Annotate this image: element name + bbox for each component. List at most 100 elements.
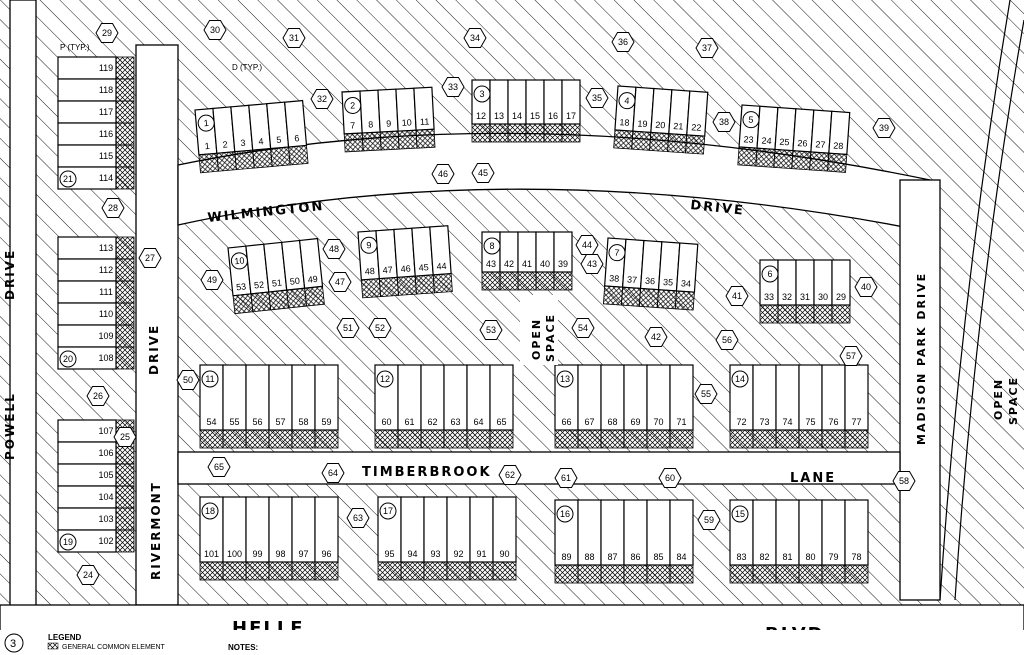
callout-label-62: 62 — [505, 470, 515, 480]
garage-17 — [561, 123, 581, 143]
unit-label-119: 119 — [99, 63, 113, 73]
unit-label-58: 58 — [298, 417, 308, 427]
open-space-right-line1: OPEN — [992, 378, 1005, 420]
callout-hex-50 — [176, 370, 200, 390]
garage-48 — [360, 278, 381, 299]
unit-label-95: 95 — [384, 549, 394, 559]
open-space-center-line1: OPEN — [530, 318, 543, 360]
garage-60 — [374, 429, 399, 449]
unit-label-12: 12 — [476, 111, 486, 121]
callout-label-29: 29 — [102, 28, 112, 38]
madison-park-drive-road — [899, 179, 941, 601]
unit-label-86: 86 — [630, 552, 640, 562]
unit-label-92: 92 — [453, 549, 463, 559]
callout-hex-60 — [658, 468, 682, 488]
garage-34 — [674, 290, 695, 311]
callout-label-24: 24 — [83, 570, 93, 580]
unit-label-18: 18 — [619, 117, 630, 128]
callout-label-25: 25 — [120, 432, 130, 442]
building-id-7: 7 — [614, 248, 620, 258]
street-label-timberbrook: TIMBERBROOK — [362, 465, 492, 480]
garage-69 — [623, 429, 648, 449]
garage-47 — [378, 276, 399, 298]
callout-label-56: 56 — [722, 335, 732, 345]
callout-label-36: 36 — [618, 37, 628, 47]
notes-label: NOTES: — [228, 643, 258, 652]
unit-label-99: 99 — [252, 549, 262, 559]
garage-61 — [397, 429, 422, 449]
typ-label-p: P (TYP.) — [60, 43, 90, 52]
garage-25 — [773, 148, 794, 170]
garage-108 — [115, 346, 135, 370]
unit-label-108: 108 — [98, 353, 113, 363]
building-id-10: 10 — [234, 255, 245, 266]
garage-101 — [199, 561, 224, 581]
callout-label-44: 44 — [582, 240, 592, 250]
unit-label-20: 20 — [655, 120, 666, 131]
unit-label-90: 90 — [499, 549, 509, 559]
building-id-bubble-13 — [556, 370, 574, 388]
garage-80 — [798, 564, 823, 584]
callout-label-61: 61 — [561, 473, 571, 483]
unit-label-73: 73 — [759, 417, 769, 427]
callout-label-30: 30 — [210, 25, 220, 35]
garage-71 — [669, 429, 694, 449]
garage-6 — [288, 144, 309, 166]
unit-label-3: 3 — [240, 138, 246, 148]
unit-label-51: 51 — [271, 278, 282, 289]
powell-drive-road — [9, 0, 37, 631]
building-id-2: 2 — [350, 100, 356, 110]
callout-hex-31 — [282, 28, 306, 48]
callout-hex-56 — [715, 330, 739, 350]
unit-label-76: 76 — [828, 417, 838, 427]
building-id-16: 16 — [560, 509, 570, 519]
garage-77 — [844, 429, 869, 449]
unit-label-10: 10 — [401, 117, 412, 128]
unit-label-93: 93 — [430, 549, 440, 559]
unit-label-83: 83 — [736, 552, 746, 562]
garage-116 — [115, 122, 135, 146]
building-id-bubble-19 — [59, 533, 77, 551]
garage-42 — [499, 271, 519, 291]
street-label-wilmington-drive: DRIVE — [690, 198, 746, 219]
callout-label-39: 39 — [879, 123, 889, 133]
building-id-bubble-3 — [473, 85, 491, 103]
unit-label-115: 115 — [99, 151, 113, 161]
unit-label-26: 26 — [797, 138, 808, 149]
unit-label-13: 13 — [494, 111, 504, 121]
callout-hex-52 — [368, 318, 392, 338]
building-id-bubble-12 — [376, 370, 394, 388]
callout-hex-51 — [336, 318, 360, 338]
garage-56 — [245, 429, 270, 449]
callout-hex-58 — [892, 471, 916, 491]
callout-label-52: 52 — [375, 323, 385, 333]
unit-label-57: 57 — [275, 417, 285, 427]
garage-46 — [396, 275, 417, 296]
garage-102 — [115, 529, 135, 553]
building-id-bubble-17 — [379, 502, 397, 520]
unit-label-35: 35 — [663, 277, 674, 288]
unit-label-49: 49 — [307, 274, 318, 285]
open-space-right: OPEN SPACE — [992, 376, 1020, 425]
building-id-5: 5 — [748, 115, 754, 125]
building-id-bubble-11 — [201, 370, 219, 388]
garage-38 — [602, 285, 624, 306]
unit-label-11: 11 — [420, 116, 430, 126]
unit-label-55: 55 — [229, 417, 239, 427]
callout-hex-33 — [441, 77, 465, 97]
building-id-bubble-9 — [360, 236, 378, 254]
garage-66 — [554, 429, 579, 449]
callout-hex-48 — [322, 239, 346, 259]
callout-hex-53 — [479, 320, 503, 340]
unit-label-24: 24 — [761, 135, 772, 146]
unit-label-80: 80 — [805, 552, 815, 562]
garage-44 — [432, 273, 453, 294]
callout-hex-57 — [839, 346, 863, 366]
